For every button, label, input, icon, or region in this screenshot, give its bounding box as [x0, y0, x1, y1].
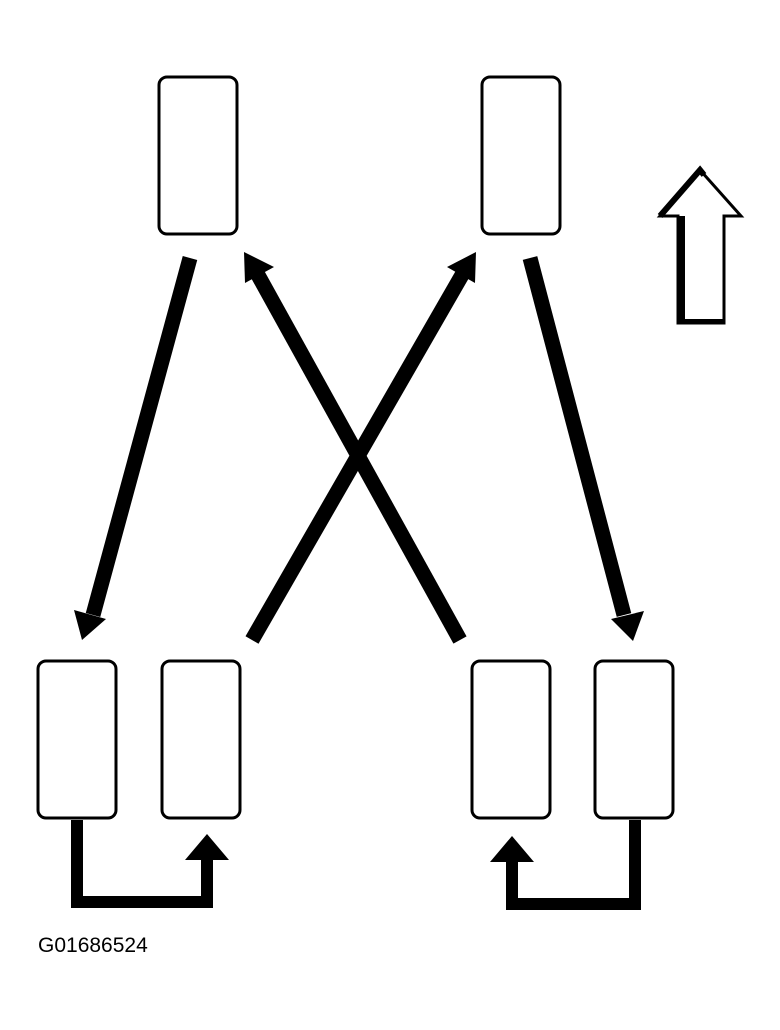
arrow-rear-right-inner-to-front-left [244, 252, 467, 644]
up-arrow-outline-icon [656, 165, 745, 325]
tire-front-left [157, 75, 239, 236]
figure-id-label: G01686524 [38, 934, 148, 957]
tire-rear-left-outer [36, 659, 118, 820]
arrow-rear-left-outer-to-inner [71, 820, 229, 908]
tire-rear-right-outer [593, 659, 675, 820]
arrow-front-right-to-rear-right-outer [522, 256, 644, 641]
arrow-front-left-to-rear-left-outer [74, 256, 198, 640]
tire-front-right [480, 75, 562, 236]
arrow-rear-right-outer-to-inner [490, 820, 641, 910]
tire-rear-left-inner [160, 659, 242, 820]
tire-rear-right-inner [470, 659, 552, 820]
